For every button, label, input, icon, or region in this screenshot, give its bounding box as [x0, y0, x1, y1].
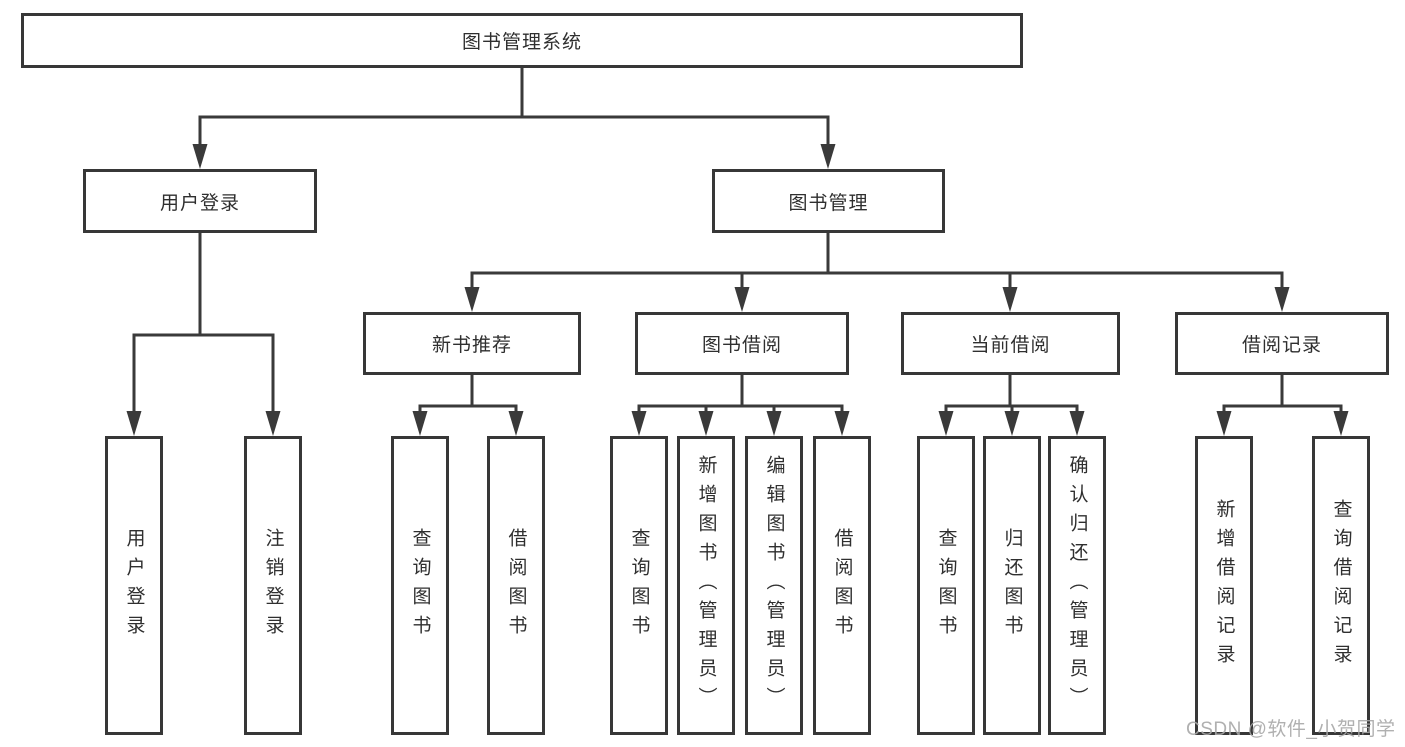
node-leaf-borrow-edit: 编辑图书（管理员）	[745, 436, 803, 735]
node-leaf-records-add-label: 新增借阅记录	[1213, 498, 1235, 673]
node-leaf-borrow-borrow: 借阅图书	[813, 436, 871, 735]
node-leaf-newbook-query-label: 查询图书	[409, 527, 431, 644]
node-current-borrow-label: 当前借阅	[970, 335, 1051, 356]
node-new-book-recommend: 新书推荐	[363, 312, 581, 375]
node-user-login-label: 用户登录	[159, 192, 240, 214]
connector-currentborrow-to-leaves	[944, 374, 1079, 416]
connector-root-to-level2	[198, 66, 830, 147]
node-root: 图书管理系统	[21, 13, 1023, 68]
node-leaf-borrow-add-label: 新增图书（管理员）	[695, 455, 717, 716]
node-leaf-records-add: 新增借阅记录	[1195, 436, 1253, 735]
node-leaf-borrow-add: 新增图书（管理员）	[677, 436, 735, 735]
node-leaf-records-query: 查询借阅记录	[1312, 436, 1370, 735]
node-leaf-borrow-borrow-label: 借阅图书	[831, 527, 853, 644]
node-user-login: 用户登录	[83, 169, 317, 233]
node-current-borrow: 当前借阅	[901, 312, 1120, 375]
node-leaf-newbook-borrow: 借阅图书	[487, 436, 545, 735]
node-leaf-user-login-label: 用户登录	[123, 527, 145, 644]
node-leaf-logout: 注销登录	[244, 436, 302, 735]
node-leaf-current-return-label: 归还图书	[1001, 527, 1023, 644]
csdn-watermark: CSDN @软件_小贺同学	[1186, 719, 1396, 740]
connector-records-to-leaves	[1222, 374, 1343, 416]
node-leaf-current-query-label: 查询图书	[935, 527, 957, 644]
connector-userlogin-to-leaves	[132, 232, 275, 414]
arrowheads	[126, 144, 1349, 436]
node-leaf-newbook-query: 查询图书	[391, 436, 449, 735]
node-borrow-records: 借阅记录	[1175, 312, 1389, 375]
node-leaf-borrow-edit-label: 编辑图书（管理员）	[763, 455, 785, 716]
connector-newbook-to-leaves	[418, 374, 518, 416]
node-leaf-newbook-borrow-label: 借阅图书	[505, 527, 527, 644]
node-leaf-records-query-label: 查询借阅记录	[1330, 498, 1352, 673]
node-book-management-label: 图书管理	[788, 192, 869, 214]
node-book-management: 图书管理	[712, 169, 945, 233]
connector-bookmgmt-to-level3	[470, 232, 1284, 290]
node-leaf-user-login: 用户登录	[105, 436, 163, 735]
node-leaf-borrow-query-label: 查询图书	[628, 527, 650, 644]
node-borrow-records-label: 借阅记录	[1241, 335, 1322, 356]
node-leaf-borrow-query: 查询图书	[610, 436, 668, 735]
node-leaf-current-confirm-label: 确认归还（管理员）	[1066, 455, 1088, 716]
connector-bookborrow-to-leaves	[637, 374, 844, 416]
node-book-borrow: 图书借阅	[635, 312, 849, 375]
node-book-borrow-label: 图书借阅	[701, 335, 782, 356]
node-leaf-current-query: 查询图书	[917, 436, 975, 735]
node-leaf-logout-label: 注销登录	[262, 527, 284, 644]
node-leaf-current-confirm: 确认归还（管理员）	[1048, 436, 1106, 735]
node-leaf-current-return: 归还图书	[983, 436, 1041, 735]
node-root-label: 图书管理系统	[461, 32, 582, 53]
node-new-book-recommend-label: 新书推荐	[431, 335, 512, 356]
